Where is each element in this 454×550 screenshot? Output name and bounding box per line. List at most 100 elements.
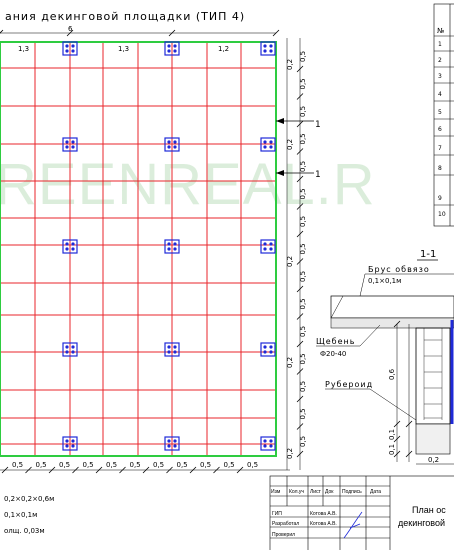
beam-label: Брус обвязо [368,265,430,274]
tick [72,466,79,474]
right-inner-dim: 0,2 [286,139,294,150]
tb-name-1: Котова А.В. [310,511,337,517]
tick [296,340,304,348]
note-1: 0,2×0,2×0,6м [4,495,54,503]
right-inner-dim: 0,2 [286,59,294,70]
tick [95,466,103,474]
tick [296,230,304,238]
section-title: 1-1 [420,249,436,260]
tb-role-1: ГИП [272,511,282,517]
title-block-header: Кол.уч [289,489,304,495]
tick [296,450,304,458]
section-mark-bottom: 1 [276,170,321,180]
spec-table-row-number: 1 [438,41,442,48]
tick [213,466,220,474]
tb-role-3: Проверил [272,532,295,538]
pile [260,436,276,451]
right-outer-dim: 0,5 [299,408,307,419]
note-2: 0,1×0,1м [4,511,37,519]
top-dim-label: 1,3 [18,45,29,53]
pile [260,342,276,357]
right-outer-dim: 0,5 [299,326,307,337]
tick [119,466,126,474]
right-outer-dim: 0,5 [299,271,307,282]
spec-table-row-number: 2 [438,57,442,64]
bottom-dim-label: 0,5 [224,461,235,469]
vdim-1: 0,6 [388,368,396,380]
top-total-dim: 6 [68,25,73,33]
right-inner-dim: 0,2 [286,357,294,368]
pile [62,436,78,451]
pile-group [62,41,276,451]
drawing-title: ания декинговой площадки (ТИП 4) [5,10,245,23]
bottom-dim-label: 0,5 [36,461,47,469]
tick [296,313,304,320]
right-outer-dim: 0,5 [299,188,307,199]
right-outer-dim: 0,5 [299,436,307,447]
vdim-2: 0,1 [388,429,396,440]
tick [0,29,4,34]
tick [189,466,197,474]
gravel-size: Ф20-40 [320,350,346,358]
spec-table-row-number: 7 [438,145,442,152]
pile [164,41,180,56]
svg-text:1: 1 [315,170,321,180]
title-block-header: Подпись [342,489,362,495]
right-outer-dim: 0,5 [299,216,307,227]
right-outer-dim: 0,5 [299,106,307,117]
plan-title-2: декинговой [398,518,445,528]
bottom-dim-label: 0,5 [12,461,23,469]
right-dims: 0,2 0,2 0,2 0,2 0,2 0,5 0,5 0,5 0,5 0,5 0,5 0,5 0,5 0… [286,38,307,470]
tick [48,466,56,474]
spec-table-row-number: 5 [438,109,442,116]
right-inner-dim: 0,2 [286,448,294,459]
bottom-dim-label: 0,5 [83,461,94,469]
pile [62,342,78,357]
tick [296,93,304,100]
tick [1,466,9,474]
tick [296,175,304,183]
tick [272,29,280,37]
bottom-dim-label: 0,5 [59,461,70,469]
tick [296,258,304,265]
right-outer-dim: 0,5 [299,381,307,392]
section-drawing: 1-1 Брус обвязо 0,1×0,1м Щебень Ф20-40 [316,249,454,465]
tb-role-2: Разработал [272,521,299,527]
tick [66,29,74,37]
spec-table-row-number: 4 [438,91,442,98]
bottom-dim-label: 0,5 [200,461,211,469]
right-outer-dim: 0,5 [299,161,307,172]
svg-text:1: 1 [315,120,321,130]
pile [260,137,276,152]
spec-table-header: № [437,27,444,35]
spec-table-row-number: 10 [438,211,446,218]
right-outer-dim: 0,5 [299,298,307,309]
pile [164,436,180,451]
watermark: REENREAL.R [0,152,376,217]
beam-grid [0,42,277,456]
spec-table-row-number: 8 [438,165,442,172]
spec-table-row-number: 9 [438,195,442,202]
pile [62,41,78,56]
vdim-3: 0,1 [388,444,396,455]
tick [296,423,304,430]
pile [260,239,276,254]
tick [296,203,304,210]
tick [296,368,304,375]
top-dimensions [0,32,276,34]
title-block [269,475,454,550]
pile [164,239,180,254]
right-inner-dim: 0,2 [286,256,294,267]
title-block-header: Док [325,489,334,495]
bottom-dim-label: 0,5 [130,461,141,469]
bottom-section-dim: 0,2 [428,456,439,464]
spec-table-row-number: 6 [438,126,442,133]
tick [296,65,304,73]
plan-title-1: План ос [412,505,446,515]
section-mark-top: 1 [276,118,321,130]
tick [166,466,173,474]
right-outer-dim: 0,5 [299,243,307,254]
